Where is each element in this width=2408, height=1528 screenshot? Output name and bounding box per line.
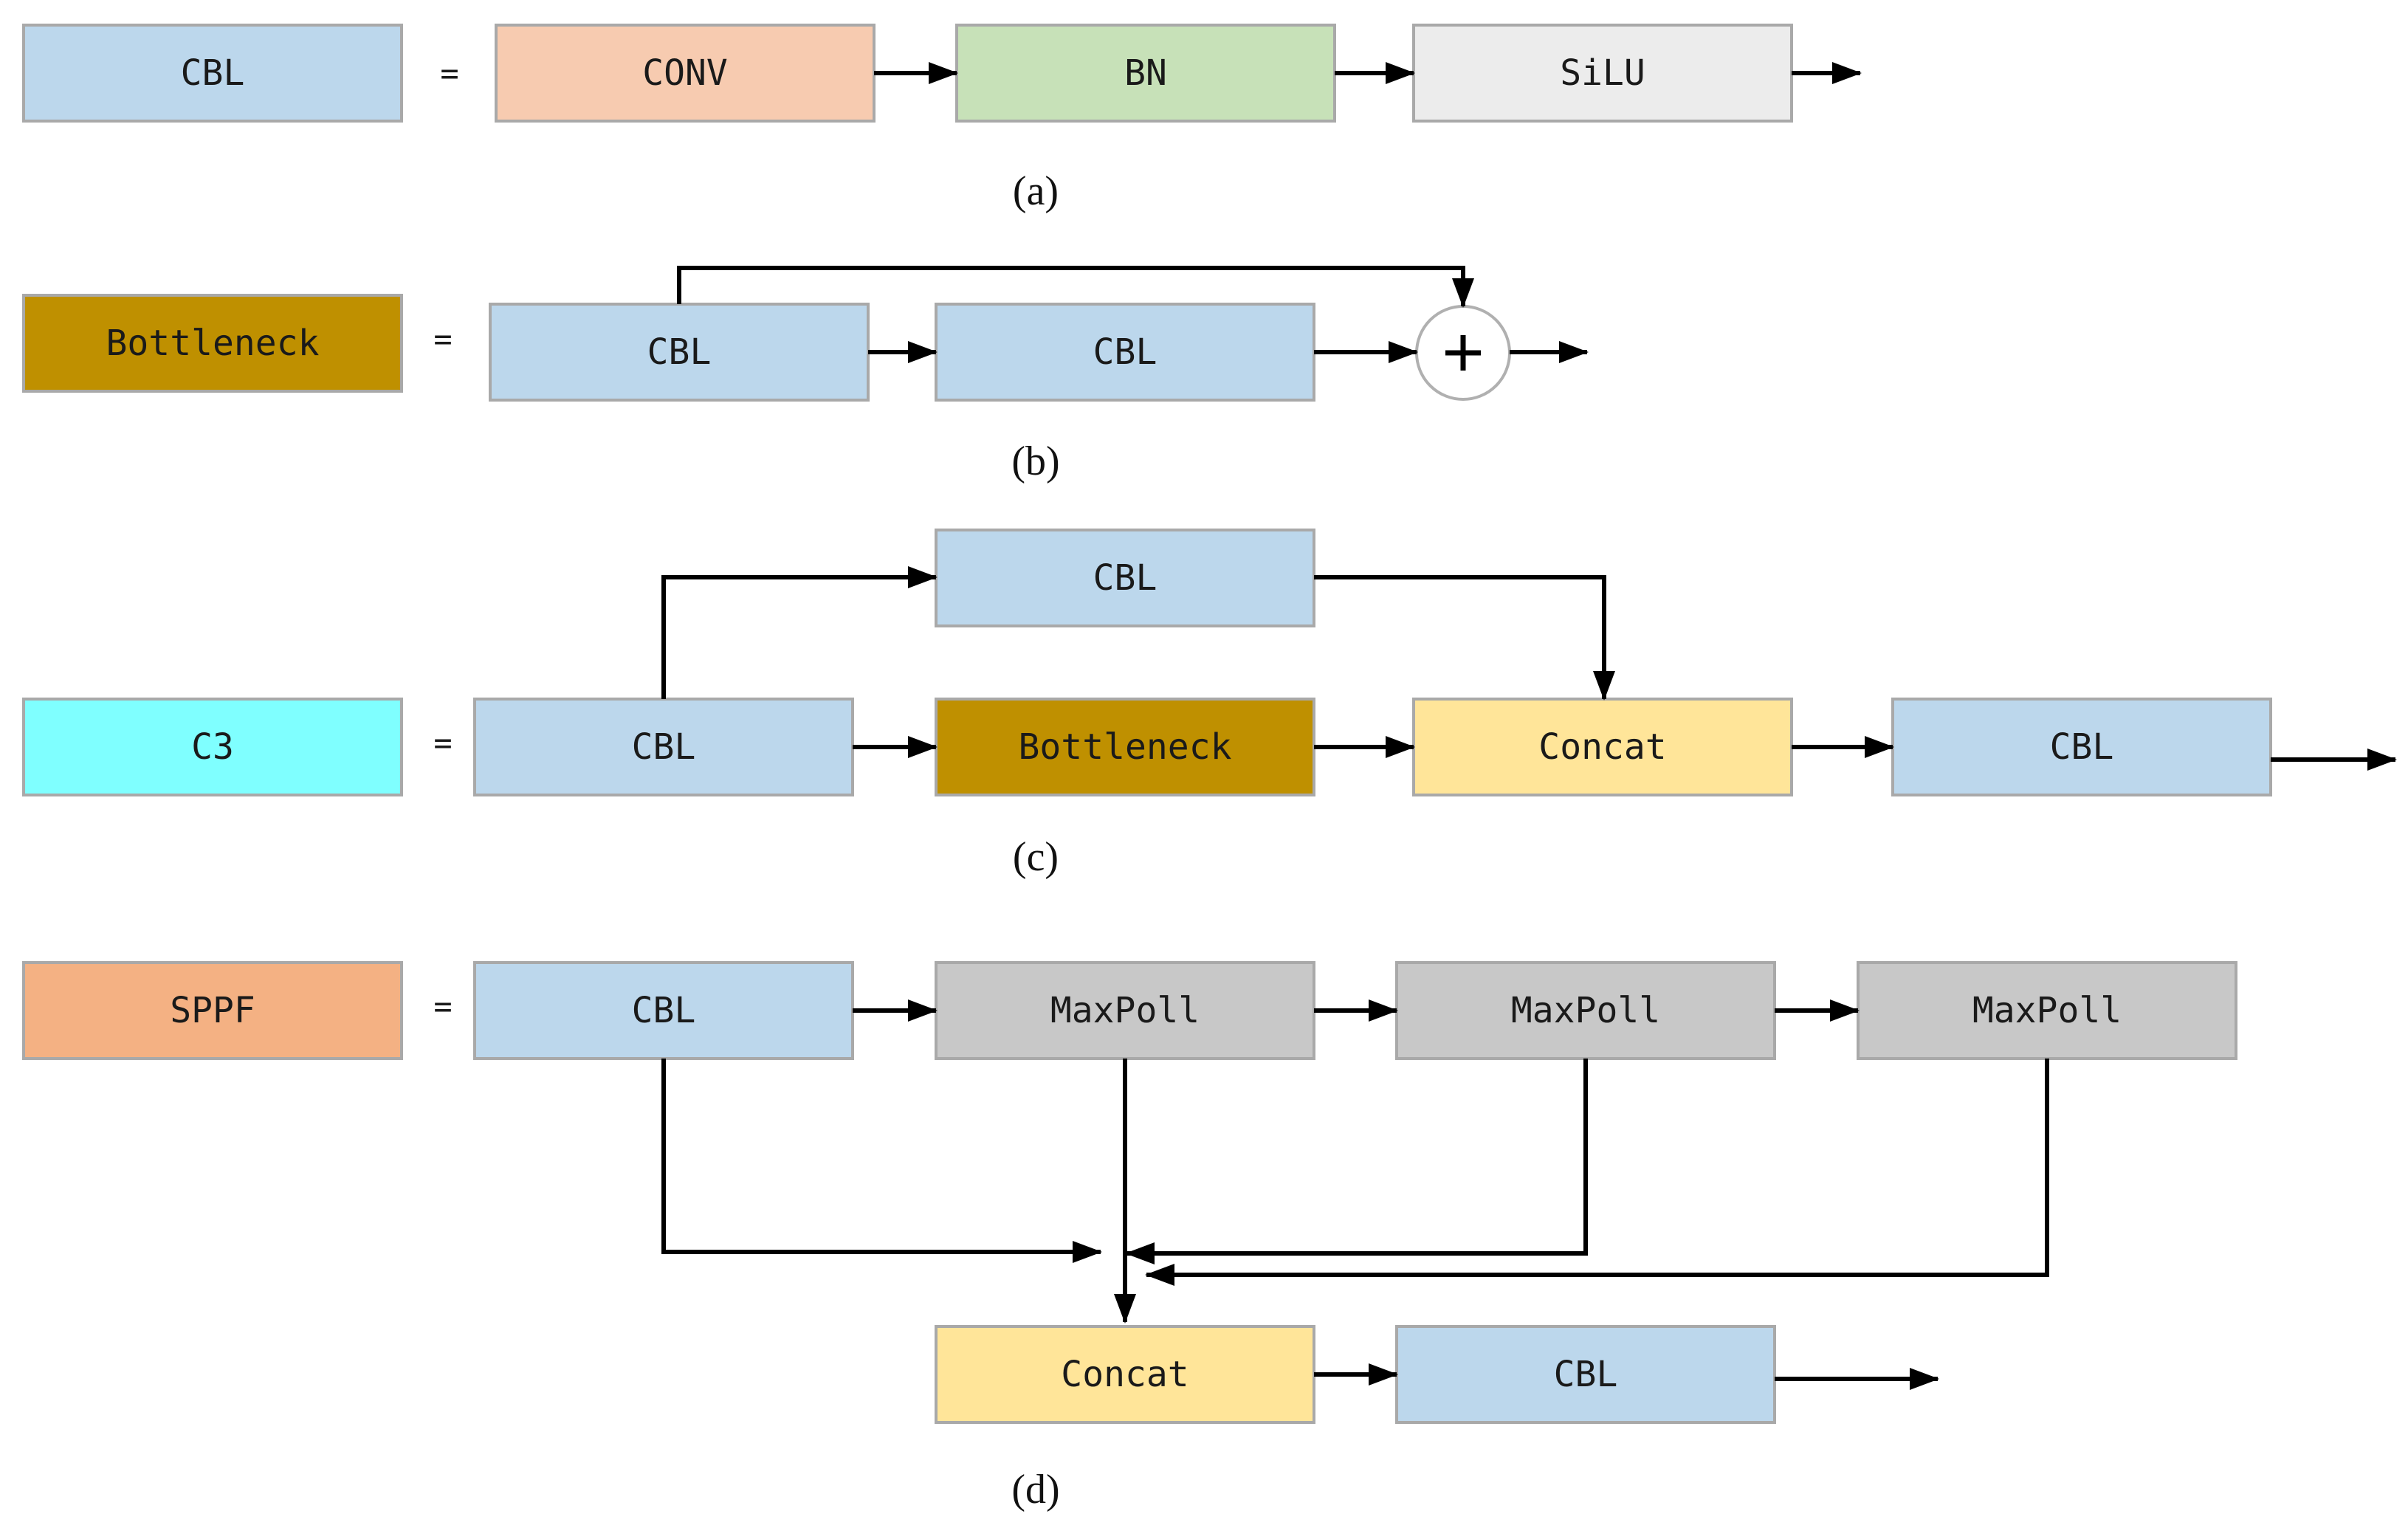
- equals-sign-a: =: [440, 55, 458, 92]
- bn-block: BN: [955, 24, 1336, 123]
- sppf-cbl-output-label: CBL: [1554, 1354, 1618, 1395]
- bottleneck-cbl-1: CBL: [489, 303, 870, 402]
- arrow-residual-skip: [677, 266, 1474, 308]
- sppf-title-box: SPPF: [22, 961, 403, 1060]
- cbl-title-box: CBL: [22, 24, 403, 123]
- maxpool-3-label: MaxPoll: [1972, 990, 2122, 1031]
- bn-label: BN: [1124, 52, 1167, 94]
- arrow-maxpool2-to-concat: [1125, 1059, 1588, 1264]
- sppf-cbl-input-label: CBL: [632, 990, 696, 1031]
- equals-sign-d: =: [433, 988, 452, 1025]
- cbl-title-label: CBL: [181, 52, 245, 94]
- silu-block: SiLU: [1412, 24, 1793, 123]
- c3-bottleneck-label: Bottleneck: [1019, 726, 1232, 768]
- c3-branch-cbl: CBL: [935, 529, 1315, 627]
- arrow-cbl-to-concat: [661, 1059, 1102, 1263]
- bottleneck-title-label: Bottleneck: [106, 323, 320, 364]
- equals-sign-c: =: [433, 725, 452, 761]
- c3-bottleneck: Bottleneck: [935, 698, 1315, 796]
- add-node: [1415, 305, 1511, 401]
- sppf-cbl-input: CBL: [473, 961, 854, 1060]
- sppf-cbl-output: CBL: [1395, 1325, 1776, 1424]
- c3-title-label: C3: [191, 726, 234, 768]
- equals-sign-b: =: [433, 321, 452, 357]
- sppf-concat: Concat: [935, 1325, 1315, 1424]
- bottleneck-cbl-2-label: CBL: [1093, 331, 1157, 373]
- c3-cbl-input-label: CBL: [632, 726, 696, 768]
- c3-cbl-output-label: CBL: [2050, 726, 2114, 768]
- conv-label: CONV: [642, 52, 728, 94]
- maxpool-block-3: MaxPoll: [1857, 961, 2237, 1060]
- caption-a: (a): [1013, 168, 1059, 214]
- bottleneck-title-box: Bottleneck: [22, 294, 403, 393]
- bottleneck-cbl-2: CBL: [935, 303, 1315, 402]
- c3-title-box: C3: [22, 698, 403, 796]
- sppf-concat-label: Concat: [1061, 1354, 1188, 1395]
- maxpool-2-label: MaxPoll: [1511, 990, 1660, 1031]
- maxpool-block-1: MaxPoll: [935, 961, 1315, 1060]
- c3-concat: Concat: [1412, 698, 1793, 796]
- caption-c: (c): [1013, 834, 1059, 880]
- panel-c: C3 = CBL CBL Bottleneck Concat CBL (c): [22, 529, 2397, 880]
- maxpool-1-label: MaxPoll: [1050, 990, 1200, 1031]
- arrow-maxpool3-to-concat: [1145, 1059, 2049, 1286]
- maxpool-block-2: MaxPoll: [1395, 961, 1776, 1060]
- sppf-title-label: SPPF: [170, 990, 255, 1031]
- bottleneck-cbl-1-label: CBL: [647, 331, 712, 373]
- conv-block: CONV: [495, 24, 876, 123]
- caption-b: (b): [1011, 438, 1059, 484]
- c3-concat-label: Concat: [1538, 726, 1666, 768]
- silu-label: SiLU: [1560, 52, 1645, 94]
- caption-d: (d): [1011, 1467, 1059, 1512]
- panel-a: CBL = CONV BN SiLU (a): [22, 24, 1862, 214]
- panel-b: Bottleneck = CBL CBL (b): [22, 266, 1589, 484]
- panel-d: SPPF = CBL MaxPoll MaxPoll MaxPoll Conca…: [22, 961, 2237, 1512]
- c3-branch-cbl-label: CBL: [1093, 557, 1157, 599]
- c3-cbl-input: CBL: [473, 698, 854, 796]
- c3-cbl-output: CBL: [1891, 698, 2272, 796]
- arrow-branch-to-concat: [1314, 575, 1615, 701]
- arrow-cbl-to-branch: [661, 566, 938, 699]
